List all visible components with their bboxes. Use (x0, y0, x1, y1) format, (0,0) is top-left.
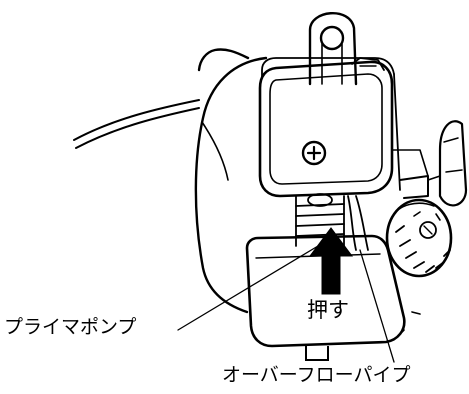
overflow-pipe-label: オーバーフローパイプ (222, 364, 411, 386)
cable (73, 99, 200, 141)
top-hook (308, 12, 358, 86)
throttle-lever (438, 120, 468, 207)
leader-overflow (359, 249, 395, 363)
air-cleaner-cover (258, 60, 394, 198)
engine-housing (194, 56, 268, 314)
fuel-tank (245, 234, 406, 348)
leader-primer (177, 245, 319, 331)
primer-pump-label: プライマポンプ (4, 316, 137, 338)
push-arrow (309, 227, 353, 295)
fuel-cap (385, 198, 453, 278)
primer-pump (295, 193, 345, 247)
overflow-pipes (347, 195, 369, 251)
cover-screw (301, 140, 327, 166)
push-label: 押す (307, 298, 349, 322)
